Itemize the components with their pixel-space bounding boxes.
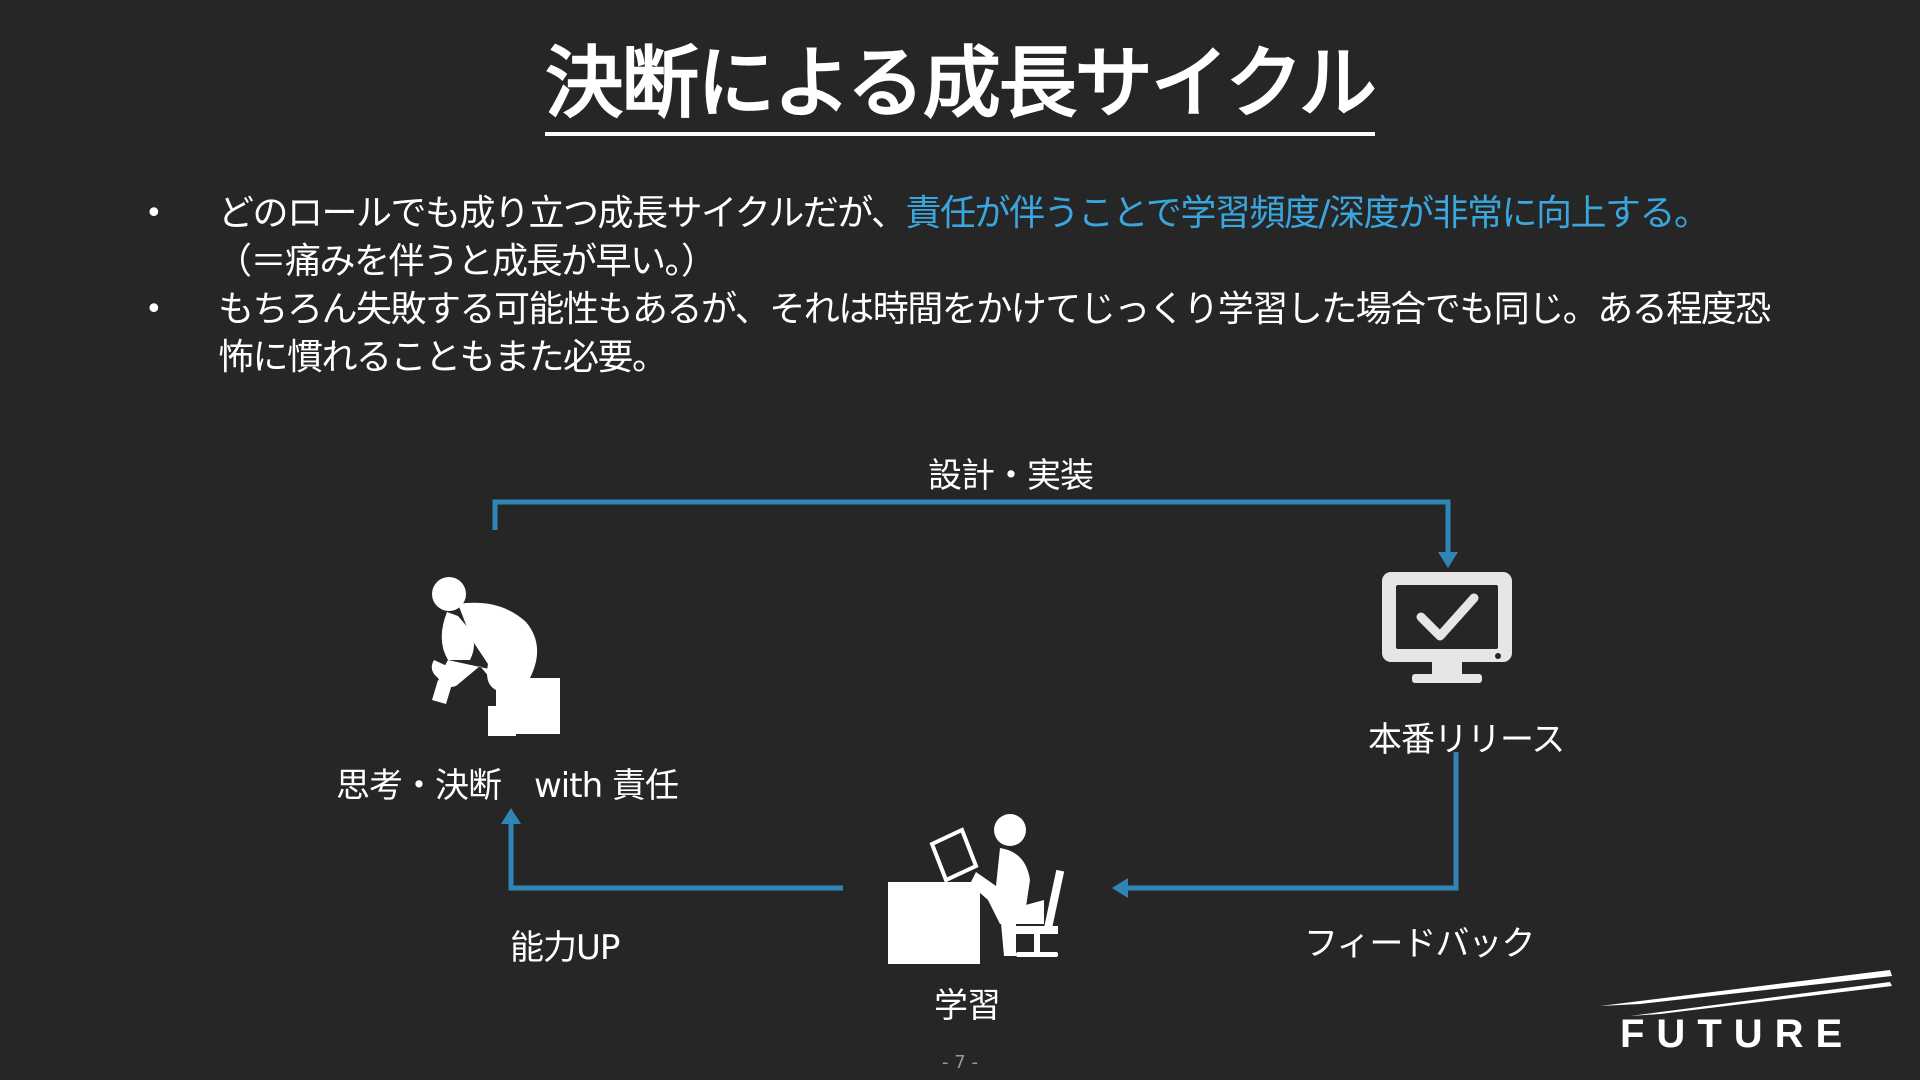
future-logo-lines xyxy=(1600,970,1892,1016)
bullet-line: 怖に慣れることもまた必要。 xyxy=(218,337,668,378)
bullet-text: どのロールでも成り立つ成長サイクルだが、 xyxy=(218,193,907,234)
bullet-item: • もちろん失敗する可能性もあるが、それは時間をかけてじっくり学習した場合でも同… xyxy=(140,286,1780,382)
thinker-icon xyxy=(431,577,560,736)
bullet-line: （＝痛みを伴うと成長が早い。） xyxy=(216,241,717,282)
bullet-dot-icon: • xyxy=(145,292,163,327)
bullet-highlight-text: 責任が伴うことで学習頻度/深度が非常に向上する。 xyxy=(905,193,1710,234)
arrow-head-feedback xyxy=(1112,878,1128,898)
future-logo: FUTURE xyxy=(1620,1012,1855,1056)
bullet-list: • どのロールでも成り立つ成長サイクルだが、責任が伴うことで学習頻度/深度が非常… xyxy=(140,190,1780,382)
arrow-ability xyxy=(508,818,843,891)
learn-label: 学習 xyxy=(934,986,1001,1026)
arrow-head-design xyxy=(1438,552,1458,568)
slide-title: 決断による成長サイクル xyxy=(545,39,1377,136)
bullet-line: どのロールでも成り立つ成長サイクルだが、責任が伴うことで学習頻度/深度が非常に向… xyxy=(218,190,1780,238)
study-desk-icon xyxy=(888,814,1065,964)
arrow-feedback xyxy=(1124,752,1459,891)
bullet-item: • どのロールでも成り立つ成長サイクルだが、責任が伴うことで学習頻度/深度が非常… xyxy=(140,190,1780,286)
design-label: 設計・実装 xyxy=(928,456,1094,496)
page-number: - 7 - xyxy=(942,1052,978,1073)
arrow-design xyxy=(492,499,1451,558)
bullet-line: もちろん失敗する可能性もあるが、それは時間をかけてじっくり学習した場合でも同じ。… xyxy=(218,289,1771,330)
ability-label: 能力UP xyxy=(510,928,620,968)
release-label: 本番リリース xyxy=(1368,720,1565,760)
feedback-label: フィードバック xyxy=(1304,924,1535,964)
think-label: 思考・決断 with 責任 xyxy=(336,766,679,806)
monitor-check-icon xyxy=(1382,572,1512,683)
slide-title-wrap: 決断による成長サイクル xyxy=(0,39,1920,136)
bullet-dot-icon: • xyxy=(145,196,163,231)
arrow-head-ability xyxy=(501,808,521,824)
